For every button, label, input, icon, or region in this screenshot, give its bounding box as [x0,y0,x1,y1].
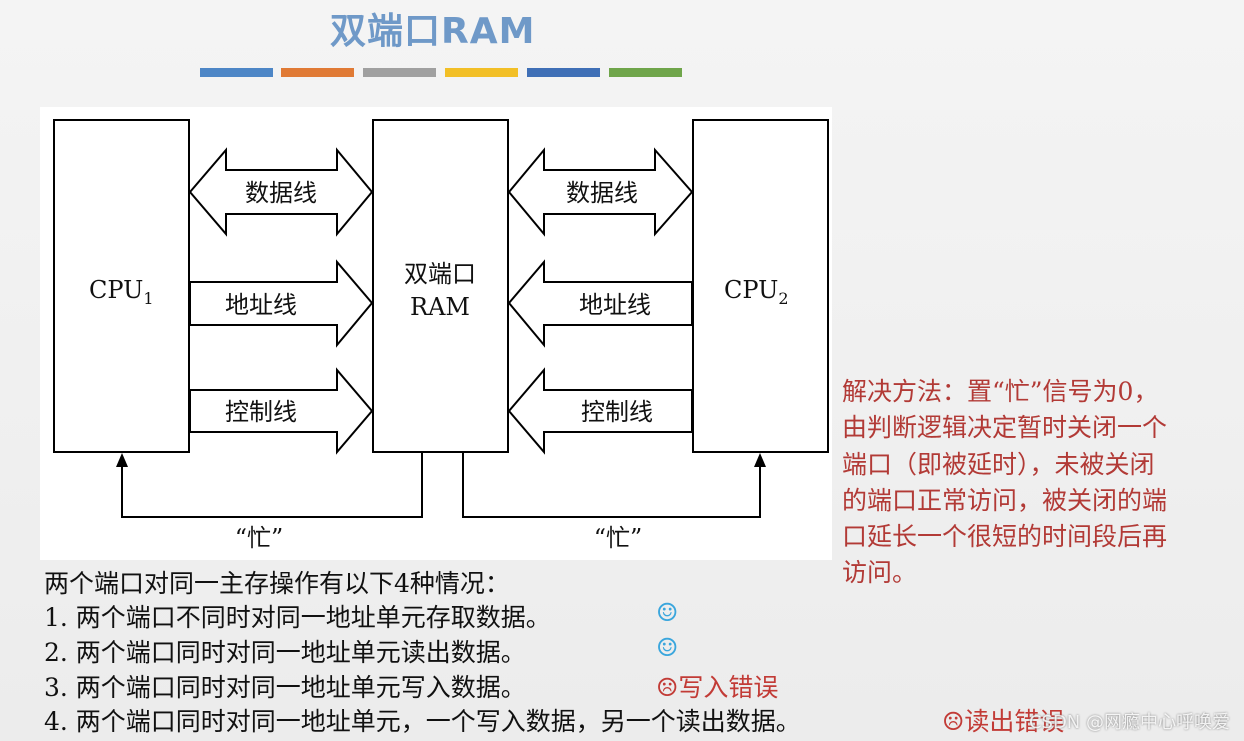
right-address-bus-arrow [507,259,693,348]
title-bar-4 [445,68,518,77]
cpu1-subscript: 1 [143,289,153,308]
ram-label-line1: 双端口 [404,260,476,288]
dual-port-ram-diagram: CPU1 CPU2 双端口 RAM 数据线 数据线 地址线 地址线 控制线 控制… [40,107,832,560]
title-bar-6 [609,68,682,77]
busy-arrowhead-right [754,453,766,467]
right-control-bus-arrow [507,367,693,455]
right-data-bus-arrow [507,147,694,237]
title-bar-1 [200,68,273,77]
solution-note: 解决方法：置“忙”信号为0， 由判断逻辑决定暂时关闭一个 端口（即被延时），未被… [842,374,1242,592]
title-bar-5 [527,68,600,77]
ram-label-line2: RAM [410,293,470,321]
note-line-6: 访问。 [842,558,918,588]
right-address-bus-label: 地址线 [579,291,651,319]
busy-label-left: “忙” [235,524,284,552]
frown-icon-read-error: ☹读出错误 [942,707,1065,736]
frown-icon-write-error: ☹写入错误 [656,673,779,702]
note-line-5: 口延长一个很短的时间段后再 [842,522,1168,552]
cpu1-box [53,119,190,453]
right-control-bus-label: 控制线 [581,398,653,426]
cpu2-label: CPU2 [724,276,789,308]
diagram-svg: CPU1 CPU2 双端口 RAM 数据线 数据线 地址线 地址线 控制线 控制… [53,119,829,552]
title-bar-2 [281,68,354,77]
page-title: 双端口RAM [330,11,536,52]
note-line-2: 由判断逻辑决定暂时关闭一个 [842,413,1168,443]
ram-box [372,119,509,453]
left-address-bus-arrow [189,259,374,348]
left-address-bus-label: 地址线 [225,291,297,319]
note-line-3: 端口（即被延时），未被关闭 [842,449,1155,479]
cpu2-subscript: 2 [778,289,788,308]
case-1: 1. 两个端口不同时对同一地址单元存取数据。 [44,603,551,632]
left-data-bus-arrow [188,147,374,237]
watermark: CSDN @网瘾中心呼唤爱 [1028,712,1230,733]
smile-icon: ☺ [656,633,679,662]
note-line-4: 的端口正常访问，被关闭的端 [842,485,1168,515]
busy-line-left [121,453,423,518]
left-control-bus-label: 控制线 [225,398,297,426]
note-line-1: 解决方法：置“忙”信号为0， [842,377,1159,406]
case-4: 4. 两个端口同时对同一地址单元，一个写入数据，另一个读出数据。 [44,707,801,736]
title-bar-3 [363,68,436,77]
left-data-bus-label: 数据线 [245,179,317,207]
right-data-bus-label: 数据线 [566,179,638,207]
cases-intro: 两个端口对同一主存操作有以下4种情况： [44,569,510,598]
cpu1-label: CPU1 [89,276,154,308]
busy-line-right [462,453,761,518]
case-2: 2. 两个端口同时对同一地址单元读出数据。 [44,638,526,667]
busy-label-right: “忙” [594,524,643,552]
left-control-bus-arrow [189,367,374,455]
busy-arrowhead-left [116,453,128,467]
case-3: 3. 两个端口同时对同一地址单元写入数据。 [44,673,526,702]
smile-icon: ☺ [656,598,679,627]
